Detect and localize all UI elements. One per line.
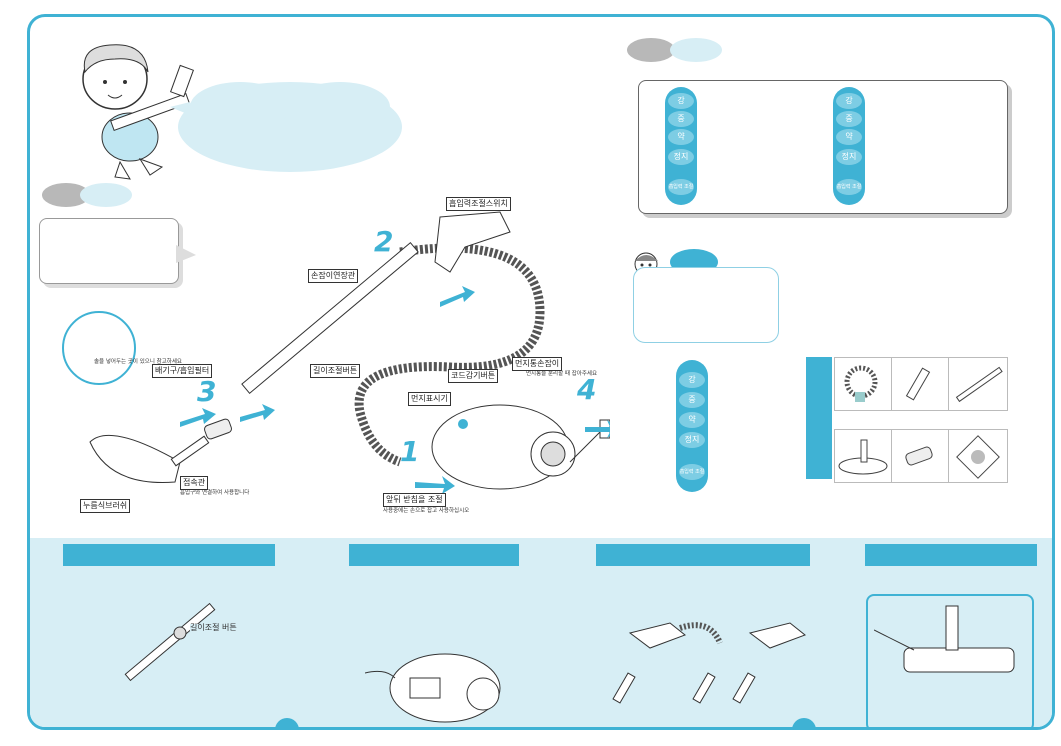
note-length-adjust: 길이조절 버튼 <box>190 623 237 632</box>
remote-btn-strong[interactable]: 강 <box>679 372 705 388</box>
remote-btn-weak[interactable]: 약 <box>668 129 694 145</box>
section-bar-3 <box>596 544 810 566</box>
remote-btn-medium[interactable]: 중 <box>679 392 705 408</box>
remote-btn-strong[interactable]: 강 <box>668 93 694 109</box>
remote-btn-stop[interactable]: 정지 <box>836 149 862 165</box>
accessories-tab <box>806 357 832 479</box>
detail-circle <box>62 311 136 385</box>
note-main-handle: 사용중에는 손으로 잡고 사용하십시오 <box>383 508 470 514</box>
floor-brush-detail-illustration <box>874 605 1015 673</box>
remote-btn-stop[interactable]: 정지 <box>668 149 694 165</box>
remote-left: 강 중 약 정지 흡입력 조절 <box>665 87 697 205</box>
label-handle-pipe: 손잡이연장관 <box>308 269 359 283</box>
acc-filter <box>891 429 949 483</box>
handle-attachments-illustration <box>612 622 807 704</box>
text-box-pointer <box>176 245 196 263</box>
remote-btn-suction[interactable]: 흡입력 조절 <box>836 179 862 195</box>
speech-cloud <box>170 82 402 172</box>
label-dust-bin: 먼지통손잡이 <box>512 357 563 371</box>
acc-crevice <box>891 357 949 411</box>
remote-right: 강 중 약 정지 흡입력 조절 <box>833 87 865 205</box>
vacuum-diagram <box>89 211 610 494</box>
acc-hose <box>834 357 892 411</box>
girl-cartoon-illustration <box>82 44 195 180</box>
section-bar-4 <box>865 544 1037 566</box>
step-3: 3 <box>197 375 217 408</box>
acc-floor-brush <box>834 429 892 483</box>
remote-btn-weak[interactable]: 약 <box>679 412 705 428</box>
remote-btn-medium[interactable]: 중 <box>836 111 862 127</box>
intro-text-box <box>39 218 179 284</box>
label-pipe-button: 길이조절버튼 <box>310 364 361 378</box>
label-cord-button: 코드감기버튼 <box>448 369 499 383</box>
label-power-switch: 흡입력조절스위치 <box>446 197 511 211</box>
label-attachment-filter: 배기구/흡입필터 <box>152 364 213 378</box>
remote-control-box: 강 중 약 정지 흡입력 조절 강 중 약 정지 흡입력 조절 <box>638 80 1008 214</box>
label-main-handle: 앞뒤 받침을 조절 <box>383 493 446 507</box>
acc-dust-bag <box>948 429 1008 483</box>
remote-btn-suction[interactable]: 흡입력 조절 <box>679 464 705 480</box>
bottom-section: 길이조절 버튼 <box>30 538 1052 727</box>
section-tag-blue-right <box>670 38 722 62</box>
remote-btn-weak[interactable]: 약 <box>836 129 862 145</box>
step-1: 1 <box>400 435 420 468</box>
crevice-tool-icon <box>905 367 931 401</box>
floor-brush-icon <box>838 439 888 475</box>
extension-pipe-icon <box>955 366 1003 403</box>
section-bar-1 <box>63 544 275 566</box>
brush-detail-box <box>866 594 1034 727</box>
filter-icon <box>905 446 933 466</box>
page-marker-right <box>792 718 816 727</box>
note-joint: 흡입구와 연결하여 사용합니다 <box>180 490 250 496</box>
remote-btn-stop[interactable]: 정지 <box>679 432 705 448</box>
note-dust-bin: 먼지통을 분리할 때 잡아주세요 <box>526 371 598 377</box>
vacuum-body-illustration <box>365 653 501 723</box>
hose-icon <box>844 365 878 402</box>
dust-bag-icon <box>956 435 1000 479</box>
label-floor-brush: 누름식브러쉬 <box>80 499 131 513</box>
remote-btn-medium[interactable]: 중 <box>668 111 694 127</box>
tip-box <box>633 267 779 343</box>
step-2: 2 <box>374 225 394 258</box>
remote-btn-strong[interactable]: 강 <box>836 93 862 109</box>
circle-note: 솔을 넣어두는 곳이 있으니 참고하세요 <box>94 359 182 365</box>
label-dust-indicator: 먼지표시기 <box>408 392 451 406</box>
section-tag-gray-right <box>627 38 675 62</box>
section-bar-2 <box>349 544 519 566</box>
remote-bottom: 강 중 약 정지 흡입력 조절 <box>676 360 708 492</box>
step-4: 4 <box>577 373 597 406</box>
page-frame: 강 중 약 정지 흡입력 조절 강 중 약 정지 흡입력 조절 강 <box>27 14 1055 730</box>
pipe-adjust-illustration <box>124 602 216 682</box>
label-joint: 접속관 <box>180 476 209 490</box>
remote-btn-suction[interactable]: 흡입력 조절 <box>668 179 694 195</box>
acc-pipe <box>948 357 1008 411</box>
page-marker-left <box>275 718 299 727</box>
section-tag-blue <box>80 183 132 207</box>
